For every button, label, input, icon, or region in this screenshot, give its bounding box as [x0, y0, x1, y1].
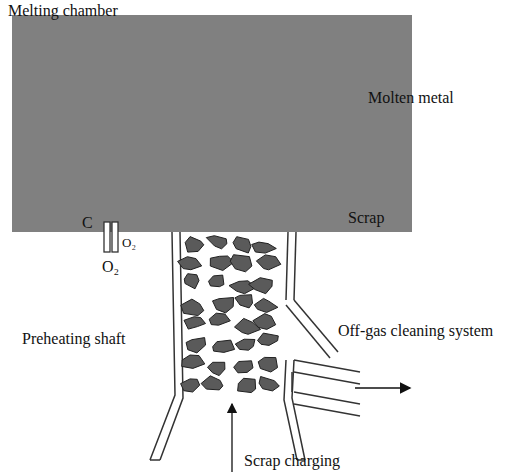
scrap-piece	[235, 339, 255, 350]
scrap-piece	[258, 357, 277, 372]
scrap-piece	[238, 378, 256, 392]
scrap-piece	[201, 376, 223, 390]
part-label: Scrap charging	[244, 452, 340, 470]
element-label: O₂	[122, 236, 136, 250]
scrap-piece	[186, 338, 206, 353]
scrap-piece	[256, 255, 280, 270]
element-label: O₂	[102, 258, 119, 276]
oxygen-lance	[104, 222, 118, 252]
region-label: Molten metal	[368, 89, 454, 107]
scrap-pieces	[178, 236, 281, 393]
element-label: C	[82, 214, 93, 232]
scrap-piece	[178, 257, 202, 270]
shaft-walls	[150, 232, 305, 460]
off-gas-duct	[286, 300, 360, 416]
scrap-piece	[213, 340, 235, 352]
part-label: Preheating shaft	[22, 330, 126, 348]
scrap-piece	[230, 255, 252, 272]
charging-arrow	[231, 404, 232, 472]
scrap-piece	[181, 299, 204, 316]
scrap-piece	[184, 274, 199, 289]
scrap-piece	[184, 317, 206, 329]
scrap-piece	[258, 333, 279, 345]
scrap-piece	[210, 256, 234, 271]
part-label: Off-gas cleaning system	[338, 322, 493, 340]
scrap-piece	[208, 362, 225, 375]
scrap-piece	[213, 298, 234, 313]
scrap-piece	[234, 361, 253, 373]
melting-chamber-box: Melting chamberMolten metalScrap	[12, 15, 412, 232]
scrap-piece	[209, 275, 224, 287]
scrap-piece	[252, 242, 277, 253]
scrap-piece	[209, 313, 230, 325]
scrap-piece	[206, 236, 227, 249]
scrap-piece	[182, 355, 205, 368]
scrap-piece	[259, 377, 279, 391]
scrap-piece	[254, 298, 278, 312]
gas-flow-arrow	[355, 387, 410, 389]
scrap-piece	[253, 314, 276, 330]
scrap-piece	[181, 379, 200, 392]
melting-chamber	[12, 15, 412, 232]
scrap-piece	[185, 237, 204, 253]
chamber-title: Melting chamber	[8, 2, 118, 20]
scrap-piece	[233, 237, 251, 253]
scrap-piece	[235, 295, 253, 308]
scrap-piece	[249, 278, 273, 294]
region-label: Scrap	[348, 209, 384, 227]
